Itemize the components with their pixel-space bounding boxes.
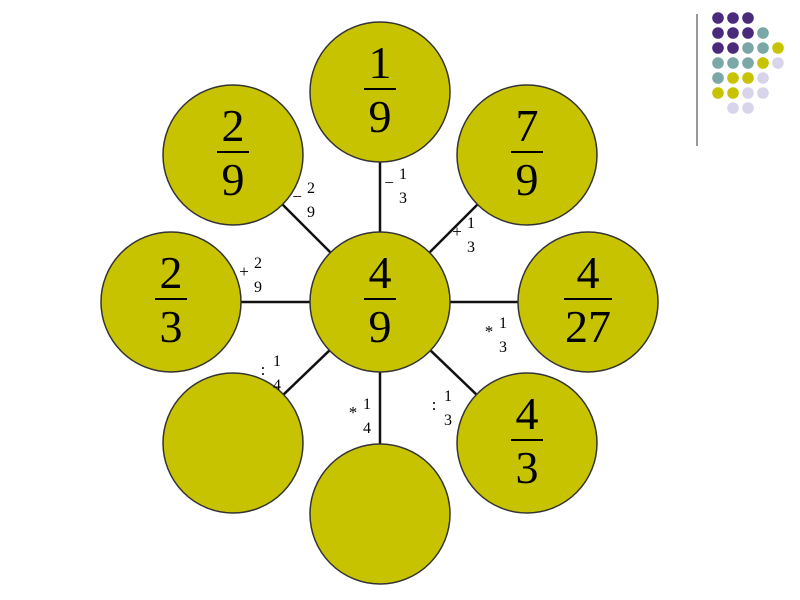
decor-dot [757, 87, 769, 99]
decor-dot [712, 72, 724, 84]
decor-dot [727, 27, 739, 39]
decor-dot [727, 12, 739, 24]
decor-dot [742, 57, 754, 69]
decor-dot [712, 57, 724, 69]
decor-dot [727, 57, 739, 69]
decor-dot [742, 42, 754, 54]
decor-dot [727, 87, 739, 99]
decor-dot [757, 72, 769, 84]
decor-dot [757, 57, 769, 69]
decor-dot [757, 42, 769, 54]
decor-dot [712, 27, 724, 39]
decor-dot [712, 12, 724, 24]
decor-dot [742, 102, 754, 114]
decor-dot [727, 72, 739, 84]
decor-dot [742, 27, 754, 39]
decor-dot [712, 87, 724, 99]
decor-dot [742, 72, 754, 84]
decor-dot [727, 102, 739, 114]
decor-dot [727, 42, 739, 54]
decor-dot [757, 27, 769, 39]
decor-dot [772, 57, 784, 69]
decor-dot [772, 42, 784, 54]
decor-dot [742, 12, 754, 24]
decor-dot [712, 42, 724, 54]
decor-dot [742, 87, 754, 99]
